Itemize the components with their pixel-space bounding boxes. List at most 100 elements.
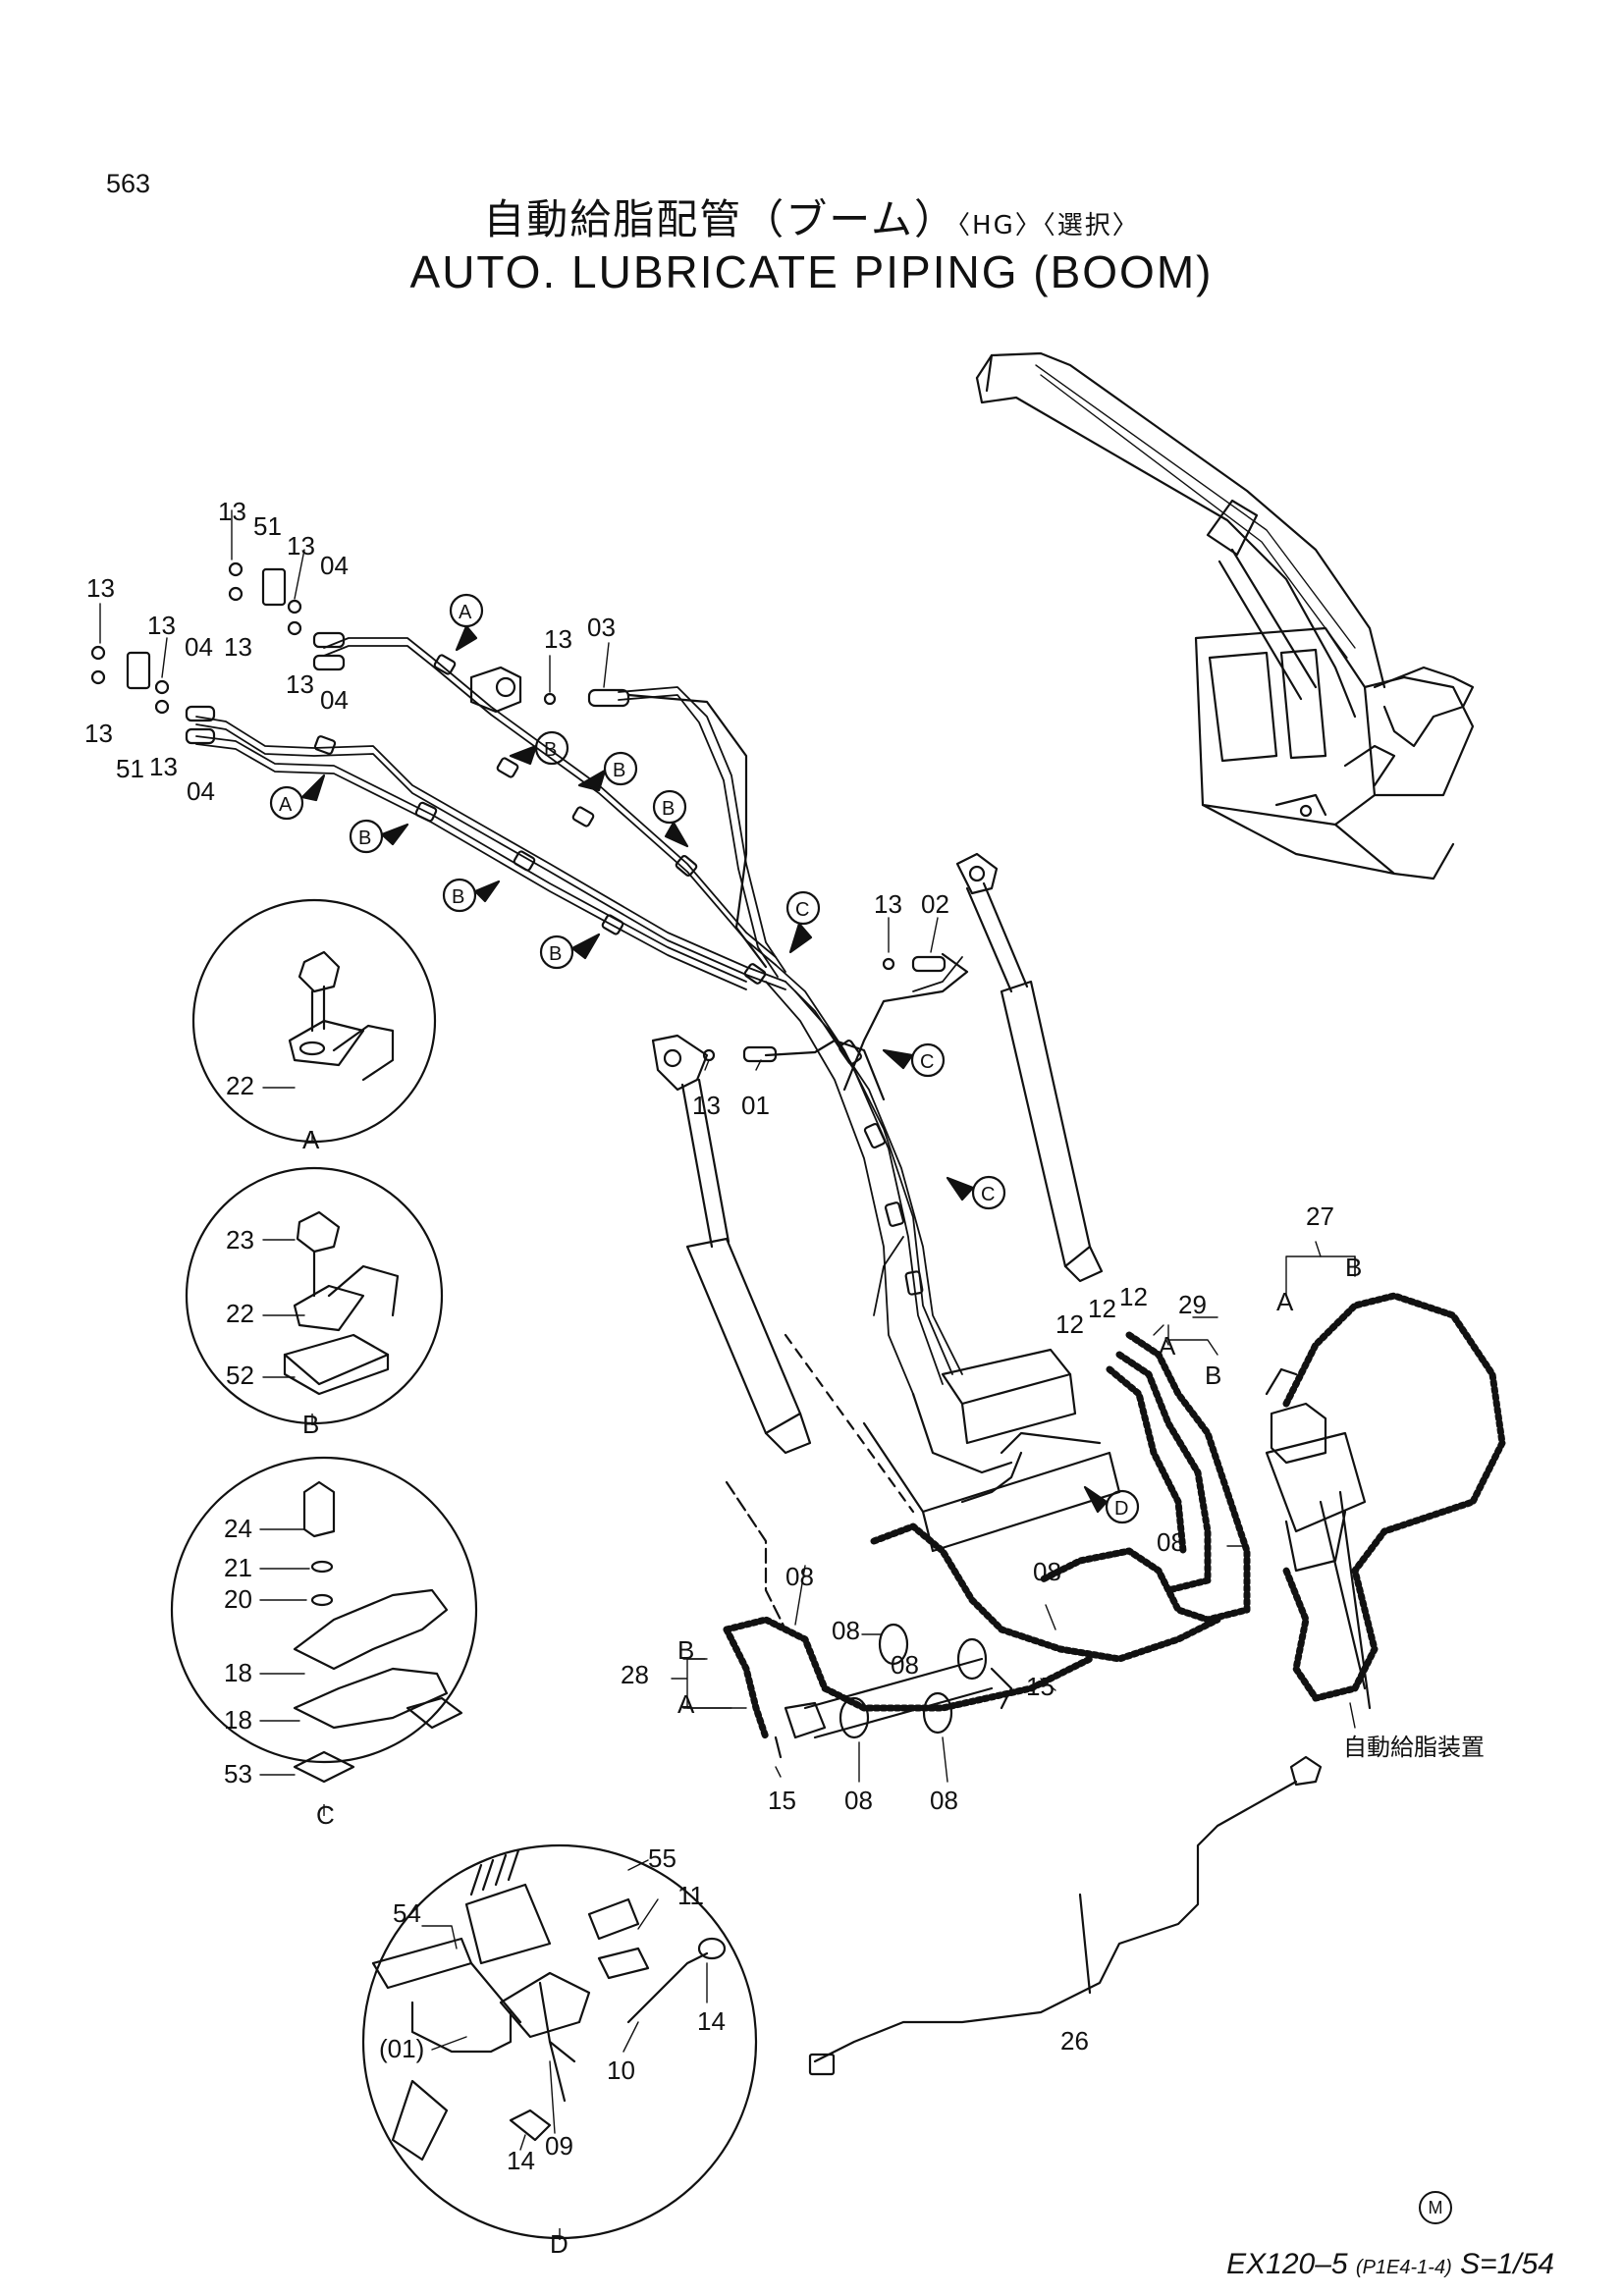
boom-bracket: [469, 666, 522, 714]
detail-circle-a: [191, 898, 437, 1144]
hose-01: [764, 1039, 886, 1101]
callout-12: 12: [1088, 1294, 1116, 1323]
callout-15: 15: [768, 1786, 796, 1815]
svg-text:B: B: [358, 828, 371, 849]
callout-04: 04: [187, 776, 215, 806]
callout-53: 53: [224, 1759, 252, 1789]
callout-22: 22: [226, 1071, 254, 1100]
marker-letters: A A B B B B B B C C C D: [279, 602, 1128, 1520]
footer-model-code: EX120–5 (P1E4-1-4) S=1/54: [1226, 2248, 1554, 2281]
callout-08: 08: [891, 1650, 919, 1680]
callout-08: 08: [785, 1562, 814, 1591]
callout-13: 13: [874, 889, 902, 919]
label-a: A: [677, 1689, 695, 1719]
callout-09: 09: [545, 2131, 573, 2161]
svg-text:C: C: [981, 1184, 995, 1205]
callout-02: 02: [921, 889, 949, 919]
callout-23: 23: [226, 1225, 254, 1255]
callout-27: 27: [1306, 1201, 1334, 1231]
callout-29: 29: [1178, 1290, 1207, 1319]
callout-13: 13: [147, 611, 176, 640]
callout-13: 13: [86, 573, 115, 603]
callout-13: 13: [287, 531, 315, 561]
callout-24: 24: [224, 1514, 252, 1543]
page-number: 563: [106, 169, 151, 198]
callout-21: 21: [224, 1553, 252, 1582]
right-boom-cylinder: [955, 852, 1104, 1283]
svg-text:A: A: [279, 794, 293, 816]
label-a: A: [1159, 1331, 1176, 1361]
detail-label-c: C: [316, 1800, 335, 1830]
callout-22: 22: [226, 1299, 254, 1328]
callout-14: 14: [507, 2146, 535, 2175]
callout-10: 10: [607, 2056, 635, 2085]
piping-harness: [195, 637, 963, 1395]
callout-01-ref: (01): [379, 2034, 424, 2063]
callout-08: 08: [844, 1786, 873, 1815]
detail-label-b: B: [302, 1410, 319, 1439]
svg-text:C: C: [920, 1051, 934, 1073]
label-a: A: [1276, 1287, 1294, 1316]
callout-13: 13: [692, 1091, 721, 1120]
callout-08: 08: [832, 1616, 860, 1645]
callout-08: 08: [930, 1786, 958, 1815]
left-boom-cylinder: [651, 1034, 812, 1455]
callout-04: 04: [320, 551, 349, 580]
wire-harness-26: [808, 1755, 1323, 2076]
title-japanese-tags: 〈HG〉〈選択〉: [957, 211, 1140, 240]
svg-text:B: B: [452, 886, 464, 908]
end-fittings: [90, 561, 947, 1063]
callout-13: 13: [224, 632, 252, 662]
callout-52: 52: [226, 1361, 254, 1390]
callout-18: 18: [224, 1658, 252, 1687]
detail-label-d: D: [550, 2229, 568, 2259]
label-b: B: [1205, 1361, 1221, 1390]
svg-text:A: A: [459, 602, 472, 623]
callout-14: 14: [697, 2006, 726, 2036]
label-b: B: [1345, 1253, 1362, 1282]
callout-51: 51: [253, 511, 282, 541]
callout-12: 12: [1055, 1309, 1084, 1339]
auto-lube-unit: [1265, 1367, 1372, 1710]
callout-20: 20: [224, 1584, 252, 1614]
callout-28: 28: [621, 1660, 649, 1689]
callout-26: 26: [1060, 2026, 1089, 2056]
title-japanese-main: 自動給脂配管（ブーム）: [483, 195, 958, 243]
excavator-outline: [975, 351, 1475, 881]
svg-text:C: C: [795, 899, 809, 921]
callout-01: 01: [741, 1091, 770, 1120]
callout-13: 13: [286, 669, 314, 699]
footer-code: (P1E4-1-4): [1355, 2257, 1452, 2278]
svg-text:D: D: [1114, 1498, 1128, 1520]
callout-04: 04: [185, 632, 213, 662]
detail-label-a: A: [302, 1125, 320, 1154]
callout-55: 55: [648, 1843, 676, 1873]
svg-text:B: B: [662, 798, 675, 820]
detail-circle-b: [185, 1166, 444, 1425]
leader-lines: [99, 509, 1356, 2151]
detail-label-ticks: [311, 1131, 561, 2240]
section-markers: [269, 593, 1140, 1524]
auto-lube-unit-label: 自動給脂装置: [1343, 1734, 1485, 1761]
svg-text:B: B: [544, 739, 557, 761]
callout-03: 03: [587, 613, 616, 642]
callout-12: 12: [1119, 1282, 1148, 1311]
callout-13: 13: [218, 497, 246, 526]
callout-13: 13: [84, 719, 113, 748]
harness-clamps: [313, 654, 924, 1296]
callout-51: 51: [116, 754, 144, 783]
hose-03: [626, 693, 768, 969]
boom-foot-pipes: [774, 1623, 1013, 1759]
svg-text:B: B: [613, 760, 625, 781]
m-mark: M: [1419, 2191, 1452, 2224]
footer-scale: S=1/54: [1460, 2248, 1554, 2280]
label-b: B: [677, 1635, 694, 1665]
callout-11: 11: [677, 1881, 704, 1910]
title-japanese: 自動給脂配管（ブーム）〈HG〉〈選択〉: [0, 187, 1623, 246]
callout-18: 18: [224, 1705, 252, 1735]
callout-54: 54: [393, 1898, 421, 1928]
callout-13: 13: [544, 624, 572, 654]
title-english: AUTO. LUBRICATE PIPING (BOOM): [409, 246, 1214, 297]
svg-text:B: B: [549, 943, 562, 965]
